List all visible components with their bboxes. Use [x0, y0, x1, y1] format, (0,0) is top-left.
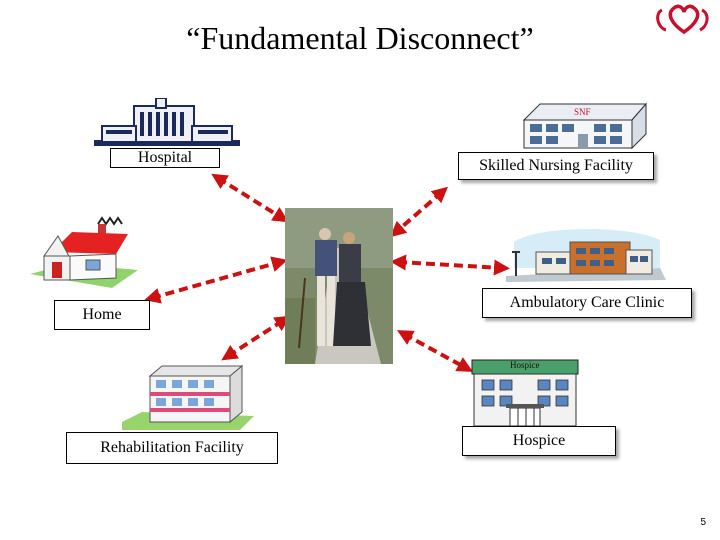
arrow-rehab [221, 315, 291, 361]
hospital-label: Hospital [110, 148, 220, 168]
slide-title: “Fundamental Disconnect” [186, 20, 534, 56]
ambulatory-clinic-icon [506, 228, 666, 282]
snf-sign: SNF [574, 107, 591, 117]
elderly-couple-photo [285, 208, 393, 364]
rehabilitation-facility-label: Rehabilitation Facility [66, 432, 278, 464]
arrow-hospice [396, 330, 474, 372]
hospice-sign: Hospice [510, 360, 540, 370]
hospice-label: Hospice [462, 426, 616, 456]
ambulatory-care-clinic-label: Ambulatory Care Clinic [482, 288, 692, 318]
arrow-hospital [211, 173, 289, 223]
arrow-home [144, 256, 288, 304]
home-label: Home [54, 300, 150, 330]
home-icon [30, 216, 138, 288]
heart-stethoscope-logo [656, 4, 709, 35]
arrow-snf [389, 186, 449, 238]
skilled-nursing-facility-label: Skilled Nursing Facility [458, 152, 654, 180]
hospital-icon [94, 98, 240, 146]
nursing-facility-icon [522, 102, 648, 150]
page-number: 5 [700, 517, 706, 528]
arrow-ambulatory [390, 254, 510, 276]
rehabilitation-facility-icon [122, 364, 254, 430]
hospice-icon [471, 359, 579, 426]
